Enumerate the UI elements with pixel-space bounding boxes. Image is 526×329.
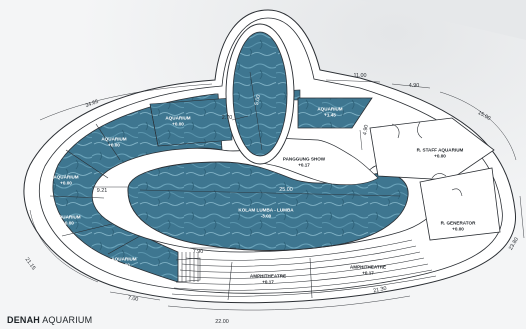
room-label-aquarium-top: AQUARIUM+0.00 xyxy=(165,115,191,127)
aquarium-right-tank xyxy=(297,97,373,129)
room-label-generator: R. GENERATOR+0.00 xyxy=(440,220,476,232)
room-label-aquarium-left-mid: AQUARIUM+0.00 xyxy=(53,174,79,186)
room-label-amphitheatre-right: AMPHITHEATRE+0.17 xyxy=(349,264,387,276)
room-label-aquarium-left-lower: AQUARIUM+0.00 xyxy=(55,214,81,226)
stairs xyxy=(181,252,199,282)
dimension-top-mid: 11.00 xyxy=(353,73,367,79)
room-label-aquarium-bottom-left: AQUARIUM+0.00 xyxy=(111,256,137,268)
dimension-bottom: 22.00 xyxy=(215,319,229,325)
dimension-pool-left: 9.21 xyxy=(96,188,108,194)
room-label-pool: KOLAM LUMBA - LUMBA-3.00 xyxy=(238,207,294,219)
staff-room xyxy=(369,117,495,181)
room-label-aquarium-right: AQUARIUM+1.45 xyxy=(317,106,343,118)
tower-tank xyxy=(232,31,288,157)
room-label-amphitheatre-left: AMPHITHEATRE+0.17 xyxy=(249,273,287,285)
dimension-lines xyxy=(29,71,525,311)
room-label-aquarium-left-upper: AQUARIUM+0.00 xyxy=(101,136,127,148)
room-label-staff: R. STAFF AQUARIUM+0.00 xyxy=(416,147,464,159)
amphitheatre-seating xyxy=(171,239,437,301)
room-label-stage: PANGGUNG SHOW+0.17 xyxy=(282,156,326,168)
dimension-stair: 7.90 xyxy=(192,249,204,255)
dimension-pool-length: 25.00 xyxy=(279,187,293,193)
generator-room xyxy=(419,167,501,241)
dimension-top-right-1: 4.90 xyxy=(408,83,420,89)
dimension-tower-top: 2.70 xyxy=(221,115,233,121)
drawing-caption: DENAH AQUARIUM xyxy=(7,315,93,325)
